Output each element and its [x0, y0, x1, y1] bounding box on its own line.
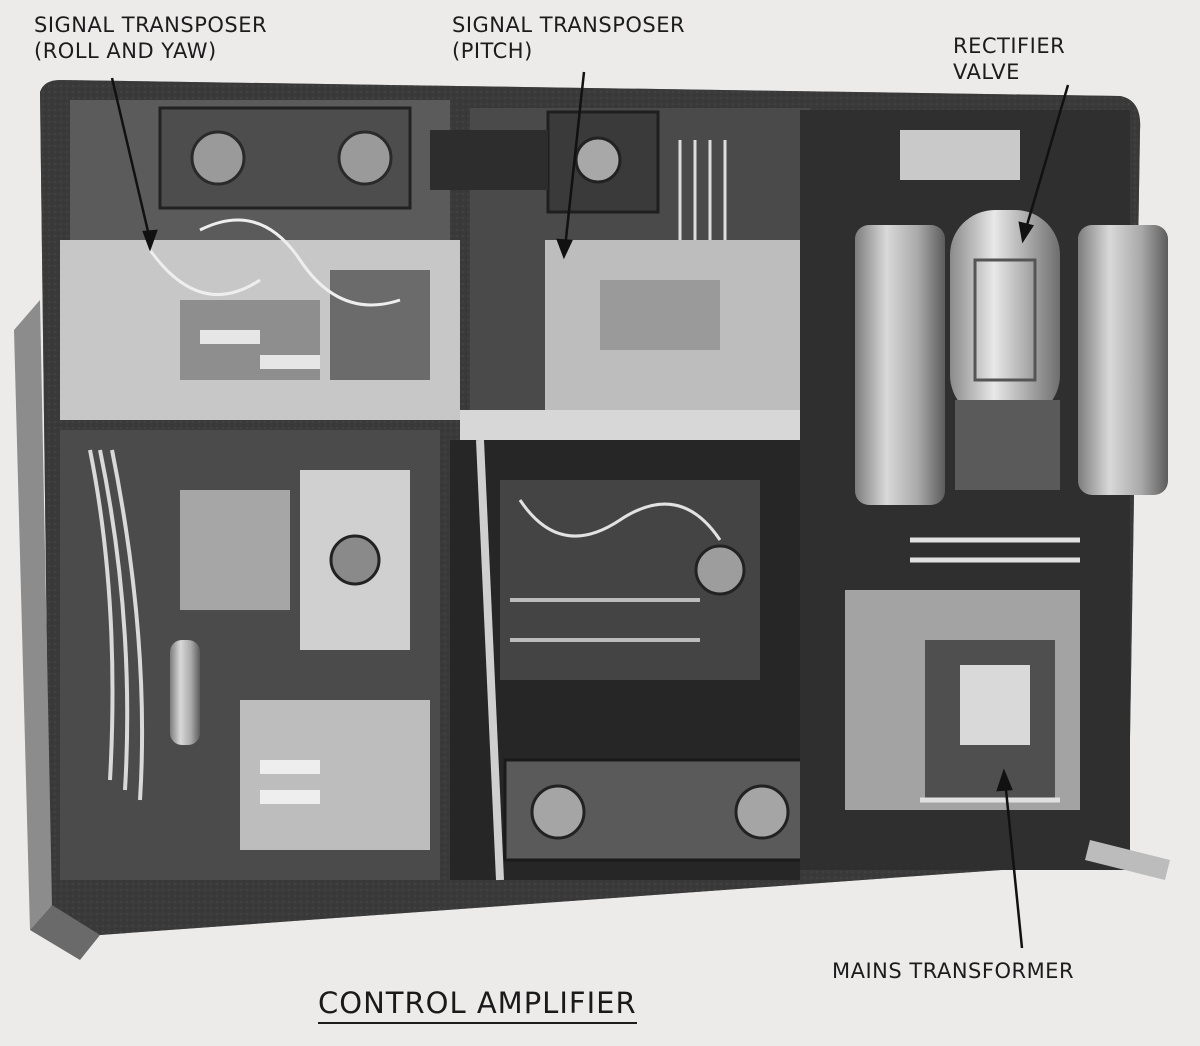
- label-line-1: SIGNAL TRANSPOSER: [452, 13, 686, 37]
- label-line-2: VALVE: [953, 60, 1020, 84]
- capacitor-can-left: [855, 225, 945, 505]
- capacitor-can-right: [1078, 225, 1168, 495]
- label-mains-transformer: MAINS TRANSFORMER: [832, 959, 1075, 983]
- label-line-2: (PITCH): [452, 39, 533, 63]
- label-line-1: RECTIFIER: [953, 34, 1066, 58]
- label-pointer-lines: [110, 71, 1070, 949]
- label-line-1: SIGNAL TRANSPOSER: [34, 13, 268, 37]
- label-signal-transposer-pitch: SIGNAL TRANSPOSER (PITCH): [452, 12, 685, 64]
- signal-transposer-pitch: [430, 108, 820, 440]
- signal-transposer-roll-yaw: [60, 100, 460, 420]
- label-rectifier-valve: RECTIFIER VALVE: [953, 33, 1065, 85]
- mains-transformer: [845, 590, 1080, 810]
- lower-center-components: [450, 439, 807, 881]
- rectifier-valve: [950, 210, 1060, 490]
- lower-left-components: [60, 430, 440, 880]
- figure-caption: CONTROL AMPLIFIER: [318, 986, 637, 1024]
- label-signal-transposer-roll-yaw: SIGNAL TRANSPOSER (ROLL AND YAW): [34, 12, 267, 64]
- label-line-2: (ROLL AND YAW): [34, 39, 217, 63]
- right-section: [800, 110, 1170, 880]
